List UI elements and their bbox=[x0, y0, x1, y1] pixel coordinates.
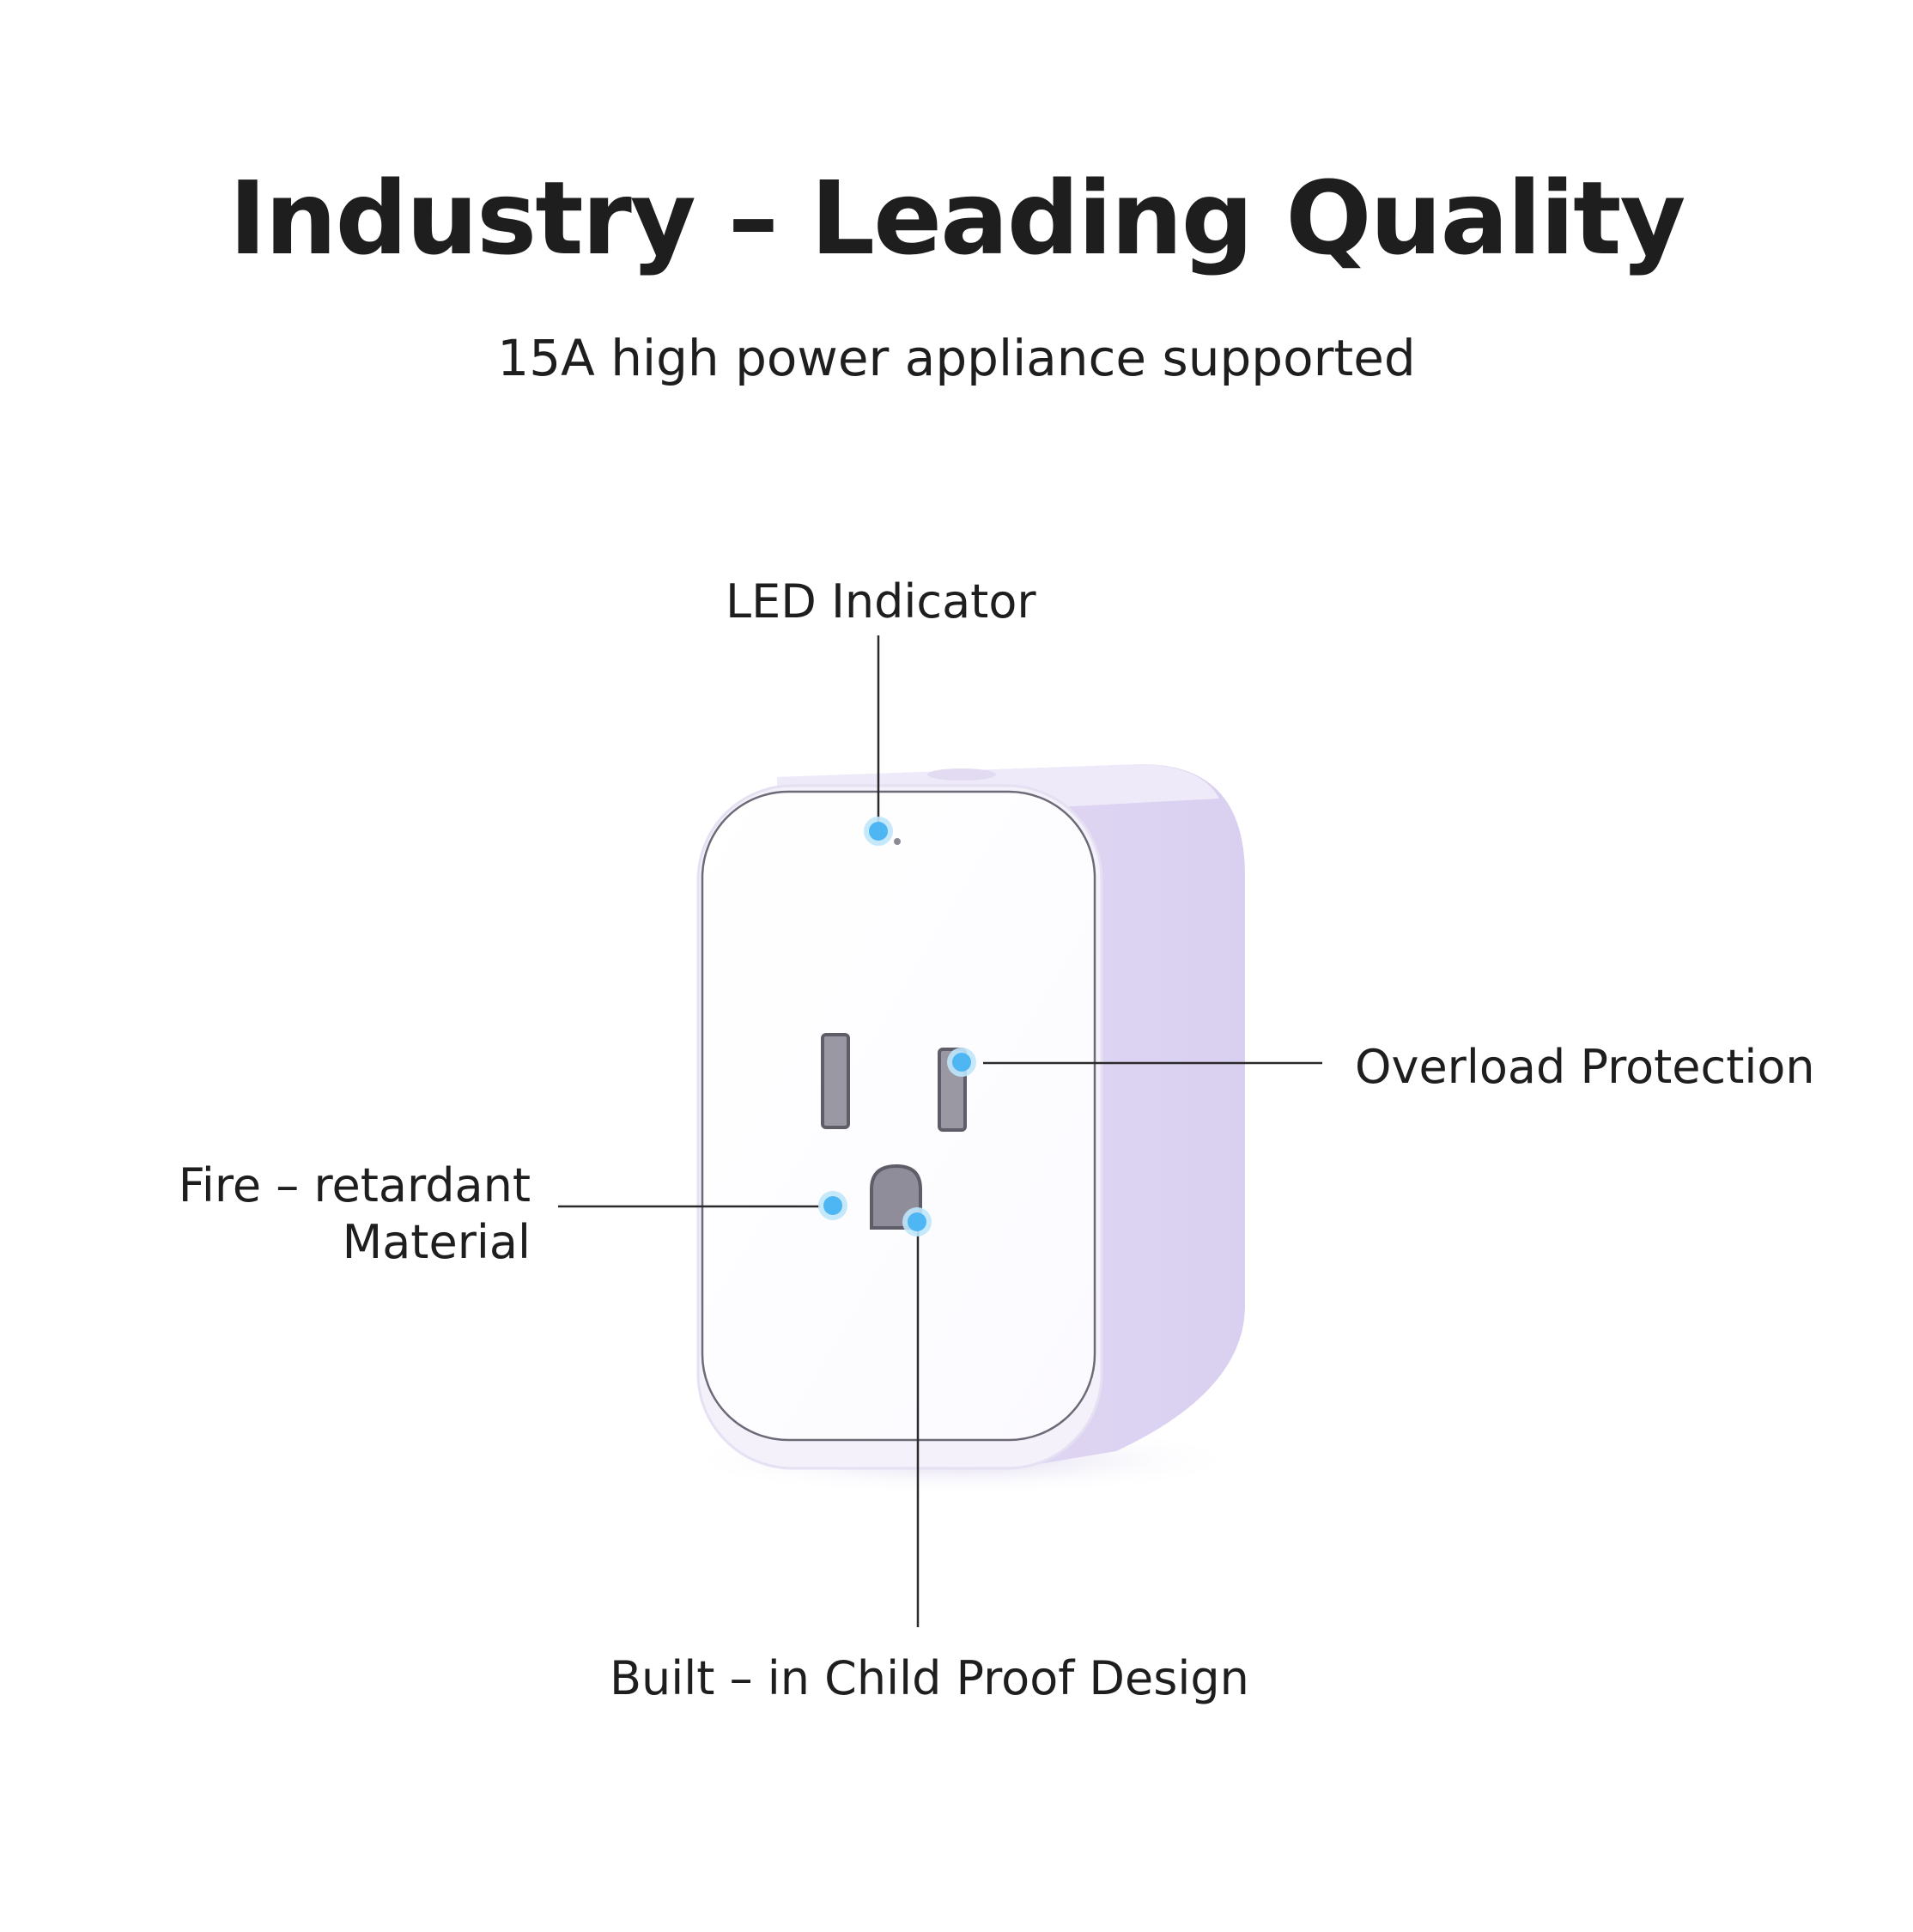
plug-top-button bbox=[927, 769, 996, 781]
led-indicator-label: LED Indicator bbox=[726, 574, 1036, 629]
led-callout-dot bbox=[869, 822, 888, 841]
child-callout-dot bbox=[908, 1212, 926, 1231]
overload-callout-dot bbox=[952, 1053, 971, 1072]
page-subtitle: 15A high power appliance supported bbox=[497, 329, 1416, 387]
overload-protection-label: Overload Protection bbox=[1355, 1040, 1815, 1094]
plug-front-face bbox=[701, 790, 1096, 1442]
led-hole bbox=[894, 838, 901, 845]
page-title: Industry – Leading Quality bbox=[228, 159, 1686, 277]
fire-callout-dot bbox=[823, 1196, 842, 1215]
fire-retardant-label-line2: Material bbox=[342, 1214, 531, 1269]
fire-retardant-label-line1: Fire – retardant bbox=[178, 1158, 531, 1212]
outlet-slot-left bbox=[821, 1033, 850, 1129]
child-proof-label: Built – in Child Proof Design bbox=[610, 1651, 1249, 1705]
fire-retardant-label: Fire – retardant Material bbox=[179, 1157, 531, 1271]
